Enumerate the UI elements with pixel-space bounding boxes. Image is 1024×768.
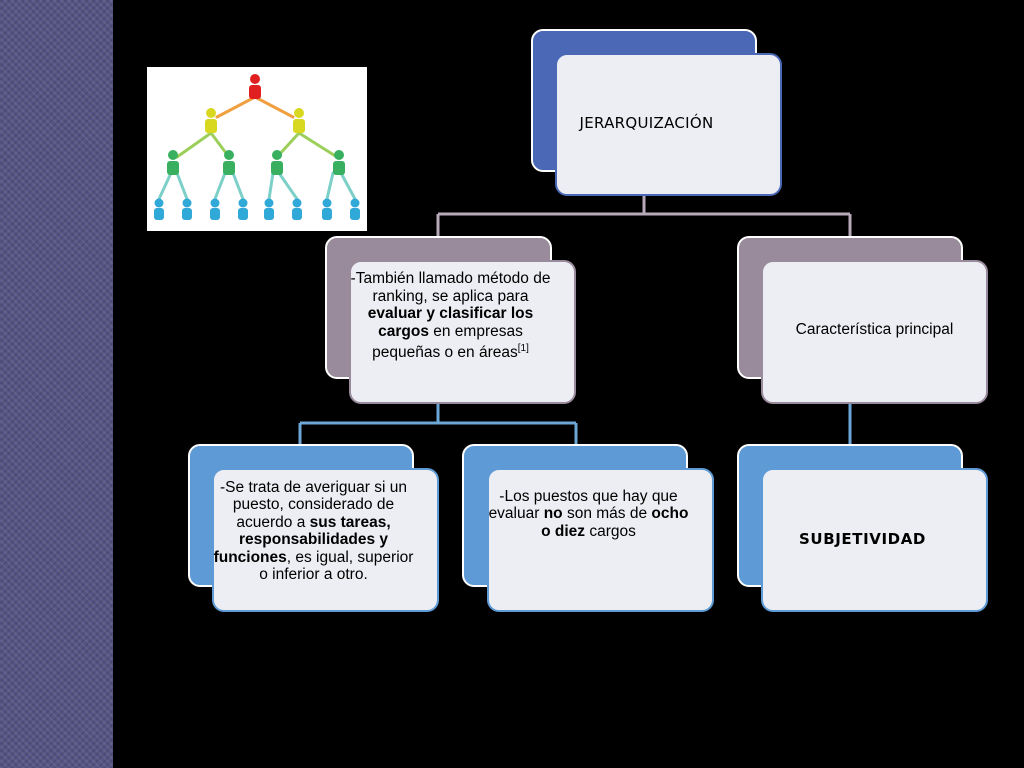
left-pre: -También llamado método de ranking, se a… <box>350 270 551 305</box>
lc2-pre: -Los puestos que hay que evaluar <box>488 487 678 523</box>
lc2-bold-2: ocho o diez <box>541 505 689 540</box>
root-node: JERARQUIZACIÓN <box>555 53 782 196</box>
hierarchy-people-icon <box>154 74 360 220</box>
left-sup: [1] <box>517 343 529 355</box>
lc1-pre: -Se trata de averiguar si un puesto, con… <box>220 478 407 531</box>
lc2-post: cargos <box>585 522 636 540</box>
right-node-label: Característica principal <box>795 321 954 339</box>
lc1-post: , es igual, superior o inferior a otro. <box>259 548 414 584</box>
left-bold: evaluar y clasificar los cargos <box>367 305 534 340</box>
left-node-text: -También llamado método de ranking, se a… <box>348 270 553 362</box>
root-connector <box>436 194 852 237</box>
left-child-2-text: -Los puestos que hay que evaluar no son … <box>486 488 691 541</box>
right-child: SUBJETIVIDAD <box>761 468 988 612</box>
left-child-1: -Se trata de averiguar si un puesto, con… <box>212 468 439 612</box>
lc2-bold-1: no <box>543 505 563 523</box>
left-connector <box>298 403 578 445</box>
left-node: -También llamado método de ranking, se a… <box>349 260 576 404</box>
right-node: Característica principal <box>761 260 988 404</box>
right-child-label: SUBJETIVIDAD <box>799 530 926 548</box>
sidebar-pattern <box>0 0 113 768</box>
left-post: en empresas pequeñas o en áreas <box>372 322 523 362</box>
root-label: JERARQUIZACIÓN <box>579 113 714 132</box>
left-child-1-text: -Se trata de averiguar si un puesto, con… <box>214 479 414 584</box>
left-child-2: -Los puestos que hay que evaluar no son … <box>487 468 714 612</box>
hierarchy-image <box>147 67 367 231</box>
lc1-bold: sus tareas, responsabilidades y funcione… <box>213 513 391 566</box>
lc2-mid: son más de <box>562 505 652 523</box>
